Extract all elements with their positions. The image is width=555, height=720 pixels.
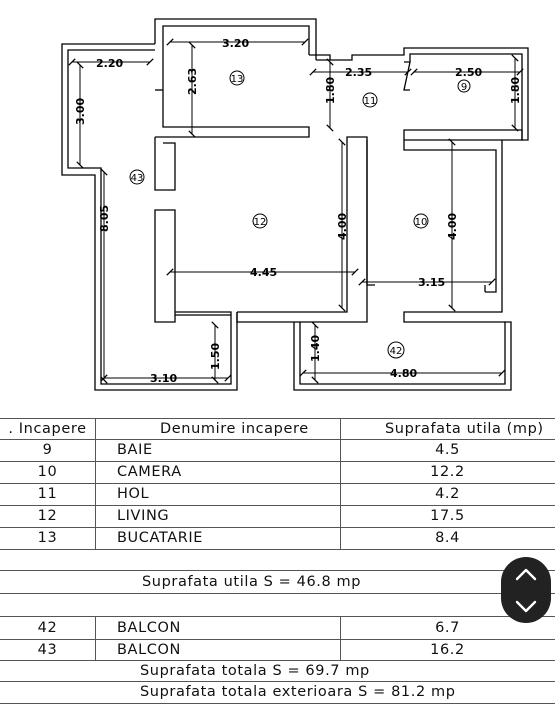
dim-2-20: 2.20 bbox=[96, 57, 123, 70]
chevron-down-icon bbox=[515, 600, 537, 612]
svg-text:13: 13 bbox=[231, 74, 244, 85]
cell-no: 9 bbox=[42, 442, 53, 458]
cell-name: BALCON bbox=[117, 641, 181, 658]
cell-name: HOL bbox=[117, 486, 150, 502]
useful-total-row: Suprafata utila S = 46.8 mp bbox=[0, 570, 555, 593]
total-exterior-surface: Suprafata totala exterioara S = 81.2 mp bbox=[140, 684, 456, 700]
dim-3-15: 3.15 bbox=[418, 276, 445, 289]
dim-4-80: 4.80 bbox=[390, 367, 417, 380]
dimension-lines bbox=[68, 38, 524, 384]
svg-text:10: 10 bbox=[415, 217, 428, 228]
dim-4-00-room: 4.00 bbox=[446, 213, 459, 240]
cell-area: 12.2 bbox=[430, 464, 465, 480]
scroll-down-button[interactable] bbox=[513, 596, 539, 618]
dim-2-35: 2.35 bbox=[345, 66, 372, 79]
dimension-labels: 3.20 2.20 2.63 3.00 2.35 2.50 1.80 1.80 … bbox=[74, 37, 522, 385]
dim-8-05: 8.05 bbox=[98, 205, 111, 232]
dim-2-63: 2.63 bbox=[186, 68, 199, 95]
cell-area: 16.2 bbox=[430, 641, 465, 658]
dim-1-50: 1.50 bbox=[209, 343, 222, 370]
table-row: 42 BALCON 6.7 bbox=[0, 616, 555, 639]
cell-no: 13 bbox=[37, 530, 58, 546]
cell-name: BAIE bbox=[117, 442, 153, 458]
svg-text:9: 9 bbox=[461, 82, 467, 93]
cell-area: 8.4 bbox=[435, 530, 460, 546]
scroll-up-button[interactable] bbox=[513, 563, 539, 585]
cell-name: LIVING bbox=[117, 508, 170, 524]
cell-no: 10 bbox=[37, 464, 58, 480]
dim-4-45: 4.45 bbox=[250, 266, 277, 279]
room-marker-43: 43 bbox=[129, 169, 145, 185]
cell-name: BALCON bbox=[117, 619, 181, 636]
cell-no: 12 bbox=[37, 508, 58, 524]
cell-name: BUCATARIE bbox=[117, 530, 204, 546]
floor-plan: 3.20 2.20 2.63 3.00 2.35 2.50 1.80 1.80 … bbox=[61, 18, 529, 391]
cell-name: CAMERA bbox=[117, 464, 182, 480]
total-surface: Suprafata totala S = 69.7 mp bbox=[140, 662, 370, 679]
cell-no: 11 bbox=[37, 486, 58, 502]
header-name: Denumire incapere bbox=[160, 421, 309, 437]
room-marker-12: 12 bbox=[252, 213, 268, 229]
svg-text:43: 43 bbox=[131, 173, 144, 184]
svg-text:42: 42 bbox=[390, 346, 403, 357]
svg-text:11: 11 bbox=[364, 96, 377, 107]
dim-1-80-hall: 1.80 bbox=[324, 77, 337, 104]
table-row: 13 BUCATARIE 8.4 bbox=[0, 527, 555, 549]
room-markers: 13 11 9 43 12 10 42 bbox=[129, 70, 471, 359]
dim-2-50: 2.50 bbox=[455, 66, 482, 79]
scroll-control bbox=[501, 557, 551, 623]
table-row: 10 CAMERA 12.2 bbox=[0, 461, 555, 483]
svg-text:12: 12 bbox=[254, 217, 267, 228]
table-row: 43 BALCON 16.2 bbox=[0, 639, 555, 660]
cell-area: 6.7 bbox=[435, 619, 460, 636]
dim-1-40: 1.40 bbox=[309, 335, 322, 362]
total-exterior-row: Suprafata totala exterioara S = 81.2 mp bbox=[0, 681, 555, 703]
cell-area: 4.5 bbox=[435, 442, 460, 458]
table-header: . Incapere Denumire incapere Suprafata u… bbox=[0, 418, 555, 440]
room-marker-9: 9 bbox=[457, 79, 471, 93]
cell-no: 42 bbox=[37, 619, 58, 636]
dim-4-00-living: 4.00 bbox=[336, 213, 349, 240]
useful-total: Suprafata utila S = 46.8 mp bbox=[142, 573, 362, 590]
dim-1-80-bath: 1.80 bbox=[509, 77, 522, 104]
table-row: 11 HOL 4.2 bbox=[0, 483, 555, 505]
cell-no: 43 bbox=[37, 641, 58, 658]
cell-area: 17.5 bbox=[430, 508, 465, 524]
table-row: 9 BAIE 4.5 bbox=[0, 439, 555, 461]
header-area: Suprafata utila (mp) bbox=[385, 421, 544, 437]
header-no: . Incapere bbox=[8, 421, 87, 437]
room-marker-13: 13 bbox=[229, 70, 245, 86]
dim-3-00: 3.00 bbox=[74, 98, 87, 125]
chevron-up-icon bbox=[515, 568, 537, 580]
room-marker-10: 10 bbox=[413, 213, 429, 229]
room-marker-11: 11 bbox=[362, 92, 378, 108]
room-marker-42: 42 bbox=[387, 341, 405, 359]
cell-area: 4.2 bbox=[435, 486, 460, 502]
total-row: Suprafata totala S = 69.7 mp bbox=[0, 660, 555, 681]
table-row: 12 LIVING 17.5 bbox=[0, 505, 555, 527]
dim-3-20: 3.20 bbox=[222, 37, 249, 50]
dim-3-10: 3.10 bbox=[150, 372, 177, 385]
